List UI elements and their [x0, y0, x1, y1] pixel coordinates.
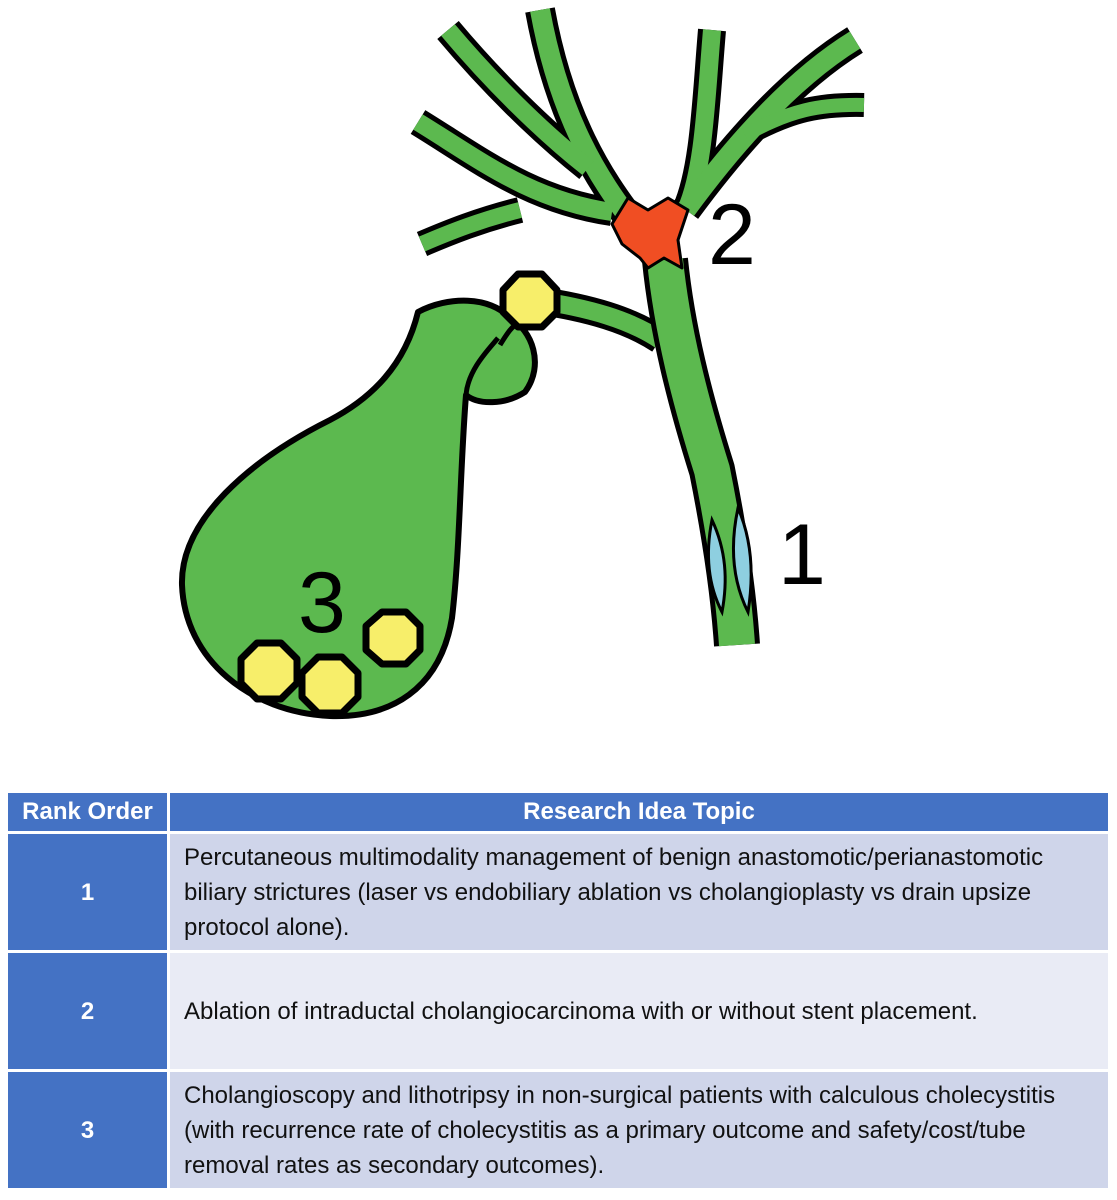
cystic-duct-stone [499, 270, 561, 331]
header-research-topic: Research Idea Topic [170, 793, 1108, 831]
marker-2: 2 [708, 187, 756, 283]
marker-1: 1 [778, 507, 826, 603]
right-hepatic-branch-3 [741, 97, 865, 142]
gallbladder-stone-3 [362, 608, 424, 668]
marker-3: 3 [298, 555, 346, 651]
topic-cell: Ablation of intraductal cholangiocarcino… [170, 953, 1108, 1069]
biliary-tree-diagram: 1 2 3 [178, 7, 865, 720]
left-hepatic-branch-4 [418, 202, 522, 252]
stent-left [706, 515, 727, 617]
table-row: 3 Cholangioscopy and lithotripsy in non-… [8, 1072, 1108, 1188]
left-hepatic-branch-3 [413, 114, 614, 221]
table-row: 2 Ablation of intraductal cholangiocarci… [8, 953, 1108, 1069]
research-priority-table: Rank Order Research Idea Topic 1 Percuta… [5, 790, 1111, 1191]
gallbladder-stone-2 [298, 653, 362, 717]
gallbladder [178, 297, 538, 720]
stent-right [731, 503, 753, 617]
table-row: 1 Percutaneous multimodality management … [8, 834, 1108, 950]
hilar-stricture [610, 196, 690, 270]
gallbladder-stone-1 [237, 639, 301, 703]
common-bile-duct [647, 258, 755, 647]
table-header-row: Rank Order Research Idea Topic [8, 793, 1108, 831]
topic-cell: Cholangioscopy and lithotripsy in non-su… [170, 1072, 1108, 1188]
header-rank-order: Rank Order [8, 793, 167, 831]
rank-cell: 3 [8, 1072, 167, 1188]
left-hepatic-branch-1 [530, 8, 640, 229]
topic-cell: Percutaneous multimodality management of… [170, 834, 1108, 950]
rank-cell: 2 [8, 953, 167, 1069]
rank-cell: 1 [8, 834, 167, 950]
left-hepatic-branch-2 [441, 24, 594, 176]
right-hepatic-branch-2 [677, 31, 861, 216]
